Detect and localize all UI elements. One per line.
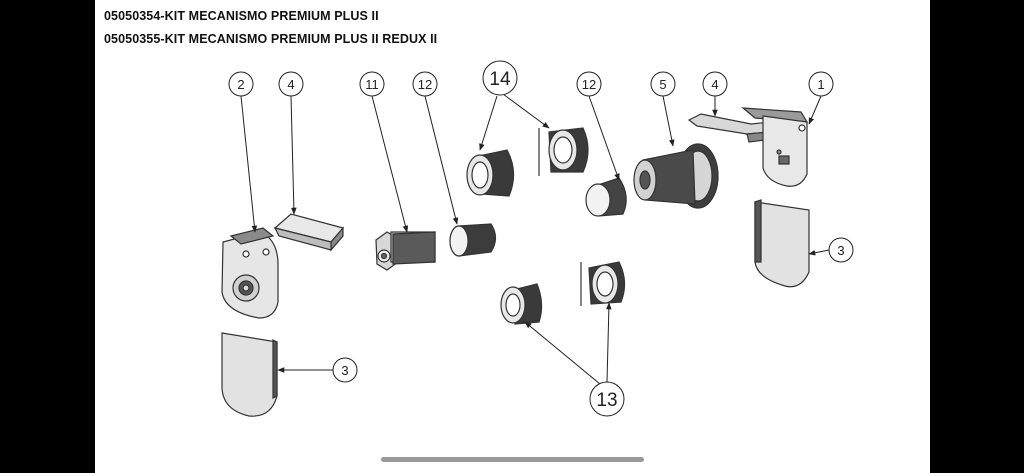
part-12-left-sleeve <box>449 223 497 257</box>
leader-11 <box>371 95 409 233</box>
callout-label-13: 13 <box>596 390 617 411</box>
part-13-ring-left <box>500 283 543 325</box>
callout-circle-4-right <box>702 71 728 97</box>
leader-14-right <box>502 93 550 129</box>
part-13-ring-right <box>580 261 626 306</box>
callout-label-14: 14 <box>489 69 511 90</box>
part-2-left-bracket <box>221 227 279 319</box>
leader-2 <box>240 95 258 233</box>
leader-13-left <box>524 321 601 385</box>
callout-circle-3-left <box>332 357 358 383</box>
callout-circle-3-right <box>828 237 854 263</box>
callout-circle-1 <box>808 71 834 97</box>
part-14-ring-right <box>538 127 589 176</box>
part-14-ring-left <box>466 149 515 197</box>
callout-circle-11 <box>359 71 385 97</box>
callout-circles <box>228 60 854 417</box>
callout-circle-12-right <box>576 71 602 97</box>
part-11-adapter <box>375 231 436 271</box>
part-12-right-sleeve <box>585 177 627 217</box>
leader-5 <box>662 95 675 147</box>
callout-circle-13 <box>589 381 625 417</box>
diagram-sheet: 05050354-KIT MECANISMO PREMIUM PLUS II 0… <box>95 0 930 473</box>
leader-lines <box>240 93 830 385</box>
callout-circle-2 <box>228 71 254 97</box>
callout-label-2: 2 <box>237 77 244 92</box>
part-5-motor <box>633 143 719 209</box>
callout-label-11: 11 <box>365 77 379 92</box>
leader-12-right <box>588 95 620 181</box>
callout-label-4-right: 4 <box>711 77 718 92</box>
callout-label-12-left: 12 <box>418 77 432 92</box>
callout-label-3-left: 3 <box>341 363 348 378</box>
callout-label-1: 1 <box>817 77 824 92</box>
callout-circle-4-left <box>278 71 304 97</box>
callout-circle-5 <box>650 71 676 97</box>
home-indicator-bar[interactable] <box>381 457 644 462</box>
part-3-right-cover <box>754 199 810 288</box>
callout-label-5: 5 <box>659 77 666 92</box>
callout-circle-12-left <box>412 71 438 97</box>
part-1-right-bracket <box>741 107 809 187</box>
leader-14-left <box>479 95 498 151</box>
leader-1 <box>808 95 822 125</box>
leader-13-right <box>606 302 612 383</box>
callout-label-3-right: 3 <box>837 243 844 258</box>
title-kit-premium-plus-redux: 05050355-KIT MECANISMO PREMIUM PLUS II R… <box>104 32 438 46</box>
callout-circle-14 <box>482 60 518 96</box>
part-3-left-cover <box>221 332 278 417</box>
part-4-left-clip <box>273 213 345 252</box>
callout-label-4-left: 4 <box>287 77 294 92</box>
leader-4-left <box>290 95 297 215</box>
callout-label-12-right: 12 <box>582 77 596 92</box>
title-kit-premium-plus: 05050354-KIT MECANISMO PREMIUM PLUS II <box>104 9 379 23</box>
leader-12-left <box>424 95 459 225</box>
leader-3-right <box>808 249 830 256</box>
exploded-parts-diagram: 2 4 11 12 14 12 5 4 1 3 3 13 <box>221 60 854 417</box>
